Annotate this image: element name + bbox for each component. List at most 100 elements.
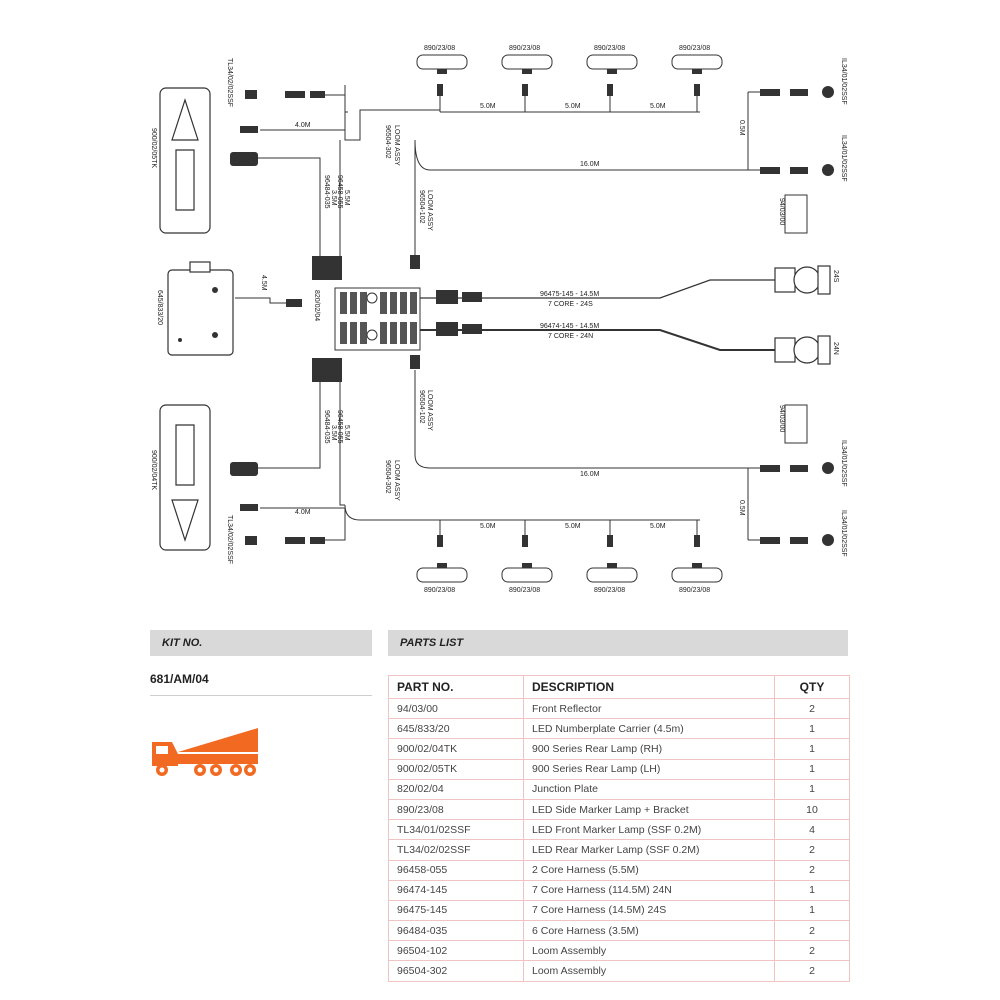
segment-label: 5.0M: [650, 103, 666, 110]
tipper-truck-icon: [152, 728, 258, 776]
segment-label: 5.0M: [565, 103, 581, 110]
description-cell: LED Rear Marker Lamp (SSF 0.2M): [523, 839, 775, 861]
harness-6core-length: 3.5M: [330, 425, 337, 441]
column-header: DESCRIPTION: [523, 675, 775, 699]
harness-24s-sub: 7 CORE - 24S: [548, 301, 593, 308]
part-number-cell: TL34/01/02SSF: [388, 819, 524, 841]
front-marker-label: IL34/01/02SSF: [840, 58, 847, 105]
side-lamp-label: 890/23/08: [594, 587, 625, 594]
segment-label: 4.0M: [295, 509, 311, 516]
loom-label: LOOM ASSY: [426, 190, 433, 231]
description-cell: 900 Series Rear Lamp (RH): [523, 738, 775, 760]
loom-label: LOOM ASSY: [393, 460, 400, 501]
description-cell: 7 Core Harness (14.5M) 24S: [523, 899, 775, 922]
qty-cell: 10: [774, 798, 850, 821]
description-cell: 2 Core Harness (5.5M): [523, 859, 775, 881]
side-lamp-label: 890/23/08: [424, 587, 455, 594]
rear-marker-label: TL34/02/02SSF: [226, 58, 233, 107]
segment-label: 16.0M: [580, 471, 600, 478]
part-number-cell: 96475-145: [388, 899, 524, 922]
loom-part-label: 96504-302: [384, 460, 391, 494]
description-cell: Junction Plate: [523, 778, 775, 800]
reflector-label: 94/03/00: [778, 405, 785, 432]
loom-part-label: 96504-302: [384, 125, 391, 159]
qty-cell: 1: [774, 738, 850, 760]
part-number-cell: 96484-035: [388, 920, 524, 942]
front-marker-label: IL34/01/02SSF: [840, 510, 847, 557]
qty-cell: 1: [774, 778, 850, 800]
harness-6core-length: 3.5M: [330, 190, 337, 206]
segment-label: 5.0M: [650, 523, 666, 530]
kit-number: 681/AM/04: [150, 672, 209, 686]
harness-6core-label: 96484-035: [323, 175, 330, 209]
rear-lamp-rh-label: 900/02/04TK: [150, 450, 157, 490]
segment-label: 5.0M: [480, 103, 496, 110]
front-marker-label: IL34/01/02SSF: [840, 135, 847, 182]
harness-24n-sub: 7 CORE - 24N: [548, 333, 593, 340]
column-header: QTY: [774, 675, 850, 699]
side-lamp-label: 890/23/08: [679, 587, 710, 594]
harness-2core-length: 5.5M: [343, 425, 350, 441]
segment-label: 16.0M: [580, 161, 600, 168]
description-cell: Front Reflector: [523, 697, 775, 720]
rear-lamp-lh-label: 900/02/05TK: [150, 128, 157, 168]
kit-header: KIT NO.: [150, 630, 372, 656]
rear-marker-label: TL34/02/02SSF: [226, 515, 233, 564]
description-cell: LED Front Marker Lamp (SSF 0.2M): [523, 819, 775, 841]
description-cell: 6 Core Harness (3.5M): [523, 920, 775, 942]
loom-label: LOOM ASSY: [426, 390, 433, 431]
part-number-cell: 900/02/04TK: [388, 738, 524, 760]
harness-6core-label: 96484-035: [323, 410, 330, 444]
side-lamp-label: 890/23/08: [509, 45, 540, 52]
numberplate-label: 645/833/20: [156, 290, 163, 325]
part-number-cell: 94/03/00: [388, 697, 524, 720]
column-header: PART NO.: [388, 675, 524, 699]
front-marker-label: IL34/01/02SSF: [840, 440, 847, 487]
part-number-cell: TL34/02/02SSF: [388, 839, 524, 861]
description-cell: LED Side Marker Lamp + Bracket: [523, 798, 775, 821]
description-cell: 7 Core Harness (114.5M) 24N: [523, 879, 775, 901]
part-number-cell: 96458-055: [388, 859, 524, 881]
qty-cell: 1: [774, 879, 850, 901]
part-number-cell: 96504-102: [388, 940, 524, 962]
segment-label: 5.0M: [565, 523, 581, 530]
segment-label: 0.5M: [738, 500, 745, 516]
side-lamp-label: 890/23/08: [509, 587, 540, 594]
harness-2core-label: 96458-055: [336, 175, 343, 209]
qty-cell: 2: [774, 697, 850, 720]
qty-cell: 1: [774, 758, 850, 780]
description-cell: 900 Series Rear Lamp (LH): [523, 758, 775, 780]
wiring-diagram: 890/23/08 890/23/08 890/23/08 890/23/08 …: [150, 45, 847, 594]
part-number-cell: 820/02/04: [388, 778, 524, 800]
reflector-label: 94/03/00: [778, 198, 785, 225]
socket-24s-label: 24S: [832, 270, 839, 283]
qty-cell: 2: [774, 839, 850, 861]
part-number-cell: 645/833/20: [388, 718, 524, 740]
qty-cell: 2: [774, 940, 850, 962]
qty-cell: 4: [774, 819, 850, 841]
part-number-cell: 900/02/05TK: [388, 758, 524, 780]
parts-list-header: PARTS LIST: [388, 630, 848, 656]
segment-label: 4.5M: [260, 275, 267, 291]
qty-cell: 1: [774, 718, 850, 740]
description-cell: Loom Assembly: [523, 940, 775, 962]
side-lamp-label: 890/23/08: [594, 45, 625, 52]
description-cell: LED Numberplate Carrier (4.5m): [523, 718, 775, 740]
harness-2core-length: 5.5M: [343, 190, 350, 206]
loom-part-label: 96504-102: [418, 390, 425, 424]
qty-cell: 1: [774, 899, 850, 922]
loom-label: LOOM ASSY: [393, 125, 400, 166]
